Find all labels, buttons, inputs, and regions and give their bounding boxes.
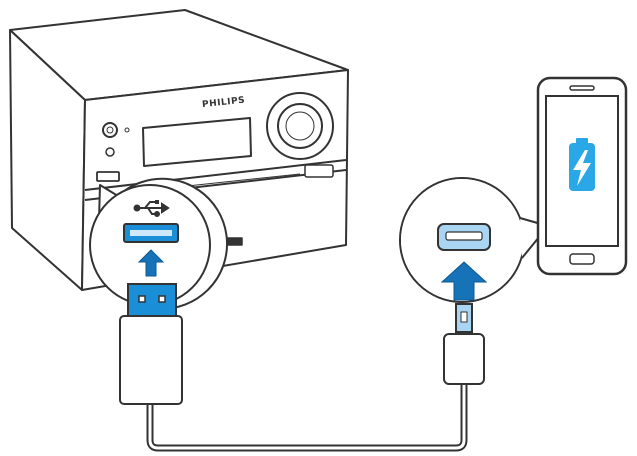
- micro-usb-port-slot: [445, 231, 483, 241]
- usb-a-plug-hole: [138, 295, 146, 303]
- insert-arrow-right: [440, 261, 488, 301]
- battery-charging-icon: [569, 138, 595, 191]
- usb-a-plug-hole: [158, 295, 166, 303]
- usb-a-callout: [89, 177, 229, 310]
- usb-a-plug-metal: [127, 283, 177, 317]
- usb-icon: [133, 200, 170, 217]
- usb-cable-inner: [148, 378, 466, 450]
- insert-arrow-left: [137, 249, 165, 277]
- usb-cable: [146, 376, 468, 452]
- phone-home-button: [569, 253, 595, 265]
- usb-a-plug-body: [119, 315, 183, 405]
- power-button-core: [106, 126, 114, 134]
- brand-label: PHILIPS: [202, 96, 246, 110]
- unit-display: [142, 117, 252, 167]
- micro-usb-plug-body: [443, 333, 485, 385]
- phone-port-callout: [399, 177, 549, 303]
- phone-speaker: [569, 85, 595, 91]
- card-slot-icon: [227, 237, 243, 246]
- eject-button: [304, 164, 334, 178]
- volume-knob: [277, 103, 323, 149]
- power-button: [102, 122, 118, 138]
- audio-jack: [105, 147, 115, 157]
- micro-usb-plug: [443, 303, 485, 385]
- power-led: [124, 127, 130, 133]
- unit-usb-port: [96, 171, 120, 182]
- usb-a-port-tongue: [130, 230, 172, 236]
- usb-a-plug: [119, 283, 183, 405]
- volume-knob-inner: [285, 111, 315, 141]
- smartphone: [536, 76, 628, 276]
- unit-shelf-line: [84, 159, 347, 191]
- micro-usb-plug-tip: [460, 311, 468, 323]
